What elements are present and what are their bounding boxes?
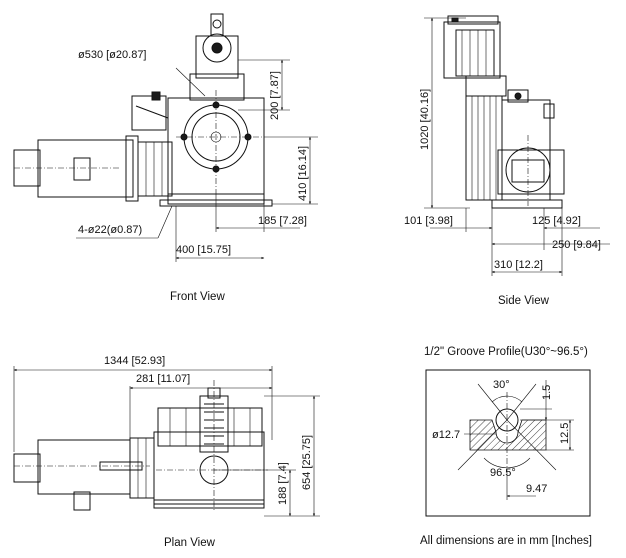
groove-angle-bottom: 96.5° (490, 467, 516, 479)
groove-profile-frame (425, 369, 591, 517)
front-view-caption: Front View (170, 291, 225, 303)
groove-dim-9-47: 9.47 (526, 483, 547, 495)
groove-angle-top: 30° (493, 379, 510, 391)
dim-sheave-diameter: ø530 [ø20.87] (78, 49, 147, 61)
dim-410: 410 [16.14] (297, 146, 309, 201)
groove-dim-12-5: 12.5 (559, 423, 571, 444)
groove-dim-diameter: ø12.7 (432, 429, 460, 441)
units-note: All dimensions are in mm [Inches] (420, 535, 592, 547)
groove-profile: 1/2" Groove Profile(U30°~96.5°) 30° 1.5 … (424, 346, 591, 517)
plan-view-machine (13, 380, 268, 511)
dim-188: 188 [7.4] (277, 462, 289, 505)
dim-1344: 1344 [52.93] (104, 355, 165, 367)
plan-view: 1344 [52.93] 281 [11.07] 188 [7.4] 654 [… (13, 355, 320, 549)
dim-250: 250 [9.84] (552, 239, 601, 251)
side-view-dimensions (424, 17, 610, 276)
groove-section (469, 419, 547, 451)
groove-profile-title: 1/2" Groove Profile(U30°~96.5°) (424, 346, 588, 358)
front-view-dimensions (76, 59, 318, 262)
groove-dim-1-5: 1.5 (541, 385, 553, 400)
dim-101: 101 [3.98] (404, 215, 453, 227)
dim-1020: 1020 [40.16] (419, 89, 431, 150)
side-view-machine (443, 15, 565, 209)
dim-310: 310 [12.2] (494, 259, 543, 271)
side-view: 1020 [40.16] 101 [3.98] 125 [4.92] 250 [… (404, 15, 610, 307)
plan-view-caption: Plan View (164, 537, 216, 549)
front-view: ø530 [ø20.87] 200 [7.87] 410 [16.14] 185… (13, 13, 318, 303)
dim-654: 654 [25.75] (301, 435, 313, 490)
dim-holes: 4-ø22(ø0.87) (78, 224, 142, 236)
dim-185: 185 [7.28] (258, 215, 307, 227)
dim-200: 200 [7.87] (269, 71, 281, 120)
front-view-machine (13, 13, 273, 207)
dim-125: 125 [4.92] (532, 215, 581, 227)
dim-400: 400 [15.75] (176, 244, 231, 256)
plan-view-dimensions (13, 366, 320, 517)
dim-281: 281 [11.07] (136, 373, 190, 385)
side-view-caption: Side View (498, 295, 550, 307)
